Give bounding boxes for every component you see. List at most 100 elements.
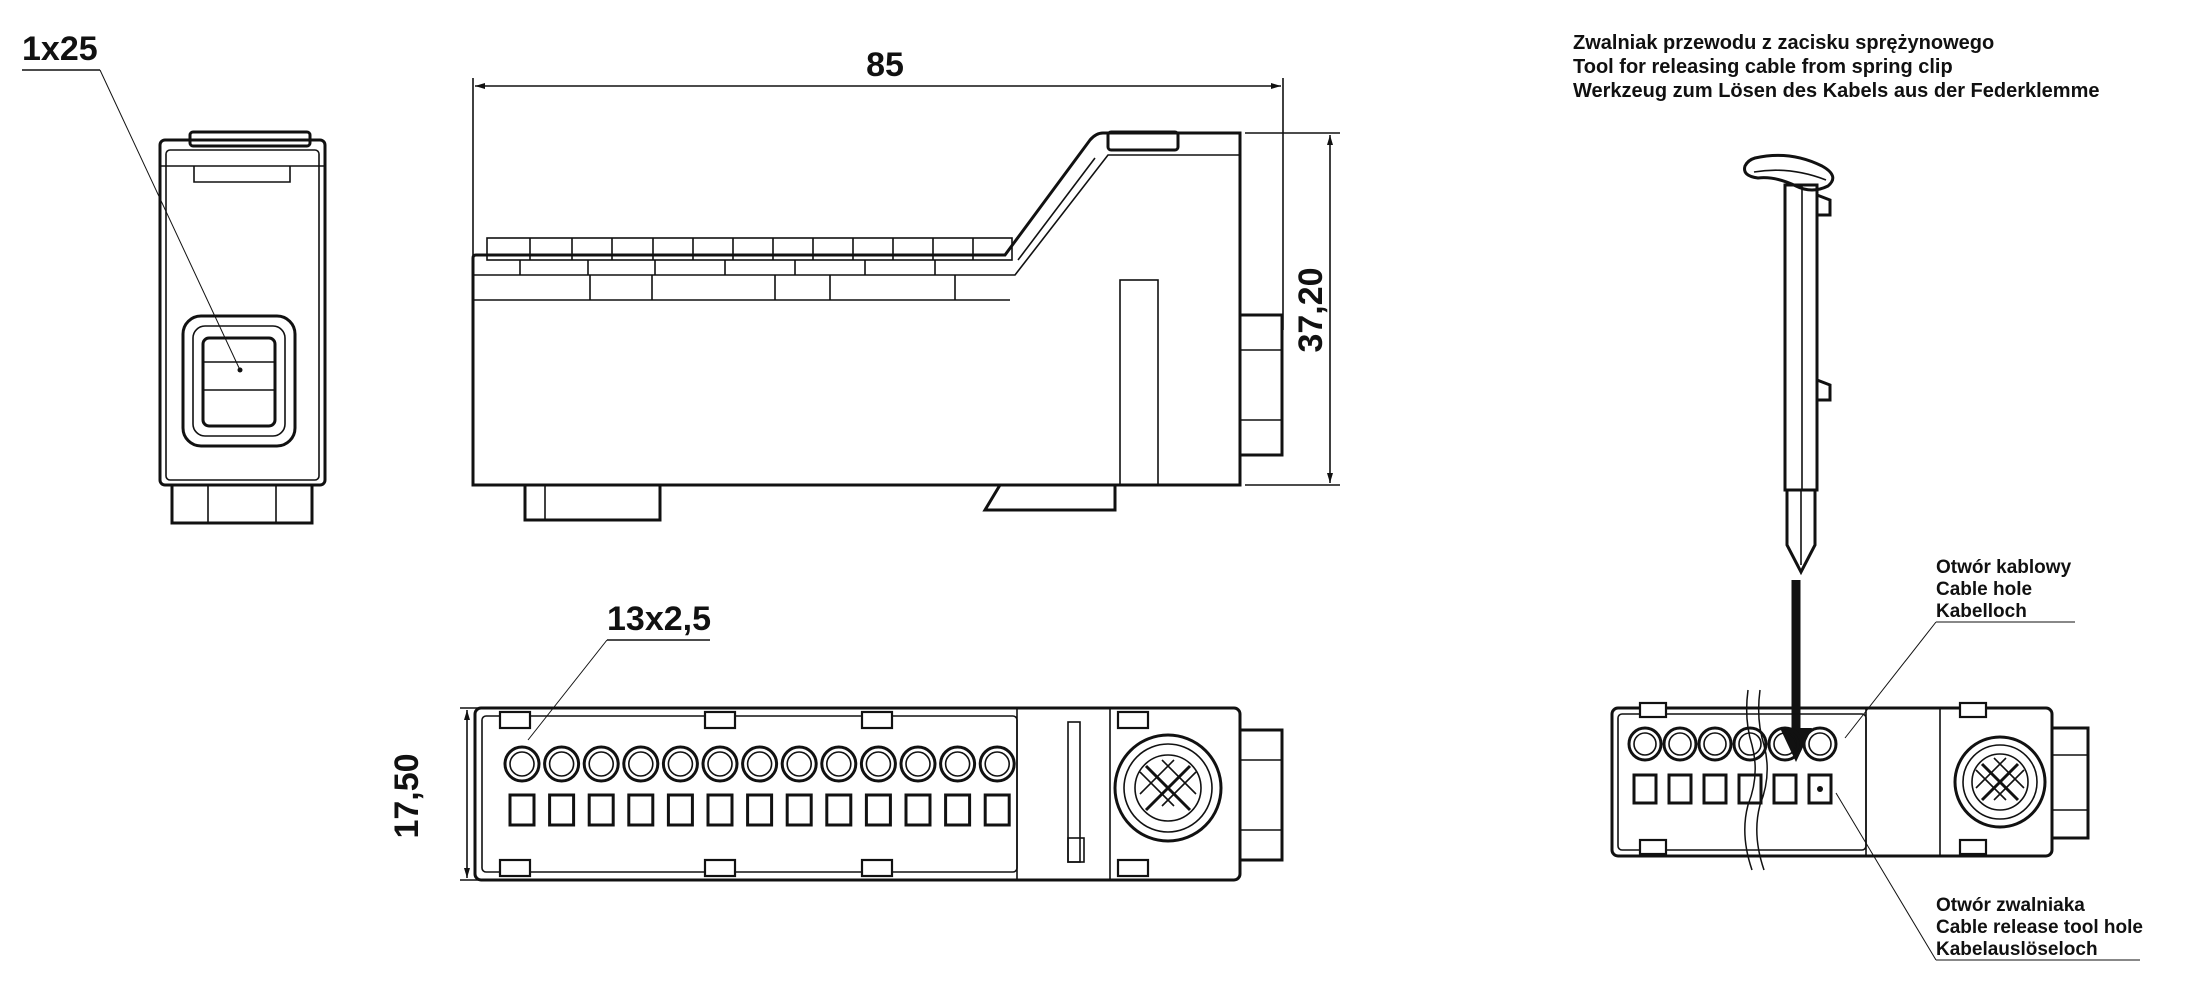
release-slot bbox=[587, 793, 615, 827]
release-slot bbox=[904, 793, 932, 827]
terminal-ring bbox=[820, 745, 858, 783]
detail-screw bbox=[1953, 735, 2047, 829]
terminal-ring bbox=[661, 745, 699, 783]
terminal-hole bbox=[944, 751, 971, 777]
detail-block-section-lines bbox=[1865, 708, 1941, 856]
terminal-hole bbox=[667, 751, 694, 777]
release-slot bbox=[825, 793, 853, 827]
release-hole-dot bbox=[1817, 786, 1823, 792]
top-view-screw bbox=[1113, 733, 1223, 843]
side-entry-leader-dot bbox=[237, 367, 243, 373]
cable-hole-leader bbox=[1844, 621, 1937, 739]
front-view-rail-ticks bbox=[529, 238, 974, 260]
end-view-top-cap bbox=[188, 130, 312, 148]
terminal-ring bbox=[1802, 726, 1838, 762]
cable-hole-en: Cable hole bbox=[1936, 579, 2032, 600]
break-line-left bbox=[1744, 689, 1756, 871]
terminal bbox=[859, 745, 897, 827]
release-slot bbox=[1807, 773, 1833, 805]
end-view-cable-frame-inner bbox=[192, 325, 286, 437]
terminal-hole bbox=[548, 751, 575, 777]
terminal-hole bbox=[509, 751, 535, 777]
top-view-clips bbox=[498, 710, 1150, 878]
end-view-cable-hole-lines bbox=[203, 361, 275, 391]
top-view-slot-end bbox=[1067, 837, 1085, 863]
front-view-ramp-edge bbox=[1017, 157, 1096, 261]
terminal-hole bbox=[905, 751, 931, 777]
terminal-hole bbox=[1738, 732, 1762, 756]
terminal bbox=[1627, 726, 1663, 805]
release-slot bbox=[548, 793, 576, 827]
terminal-ring bbox=[1732, 726, 1768, 762]
terminal-hole bbox=[984, 751, 1011, 777]
release-slot bbox=[1772, 773, 1798, 805]
terminal-ring bbox=[780, 745, 818, 783]
release-slot bbox=[944, 793, 972, 827]
detail-clip bbox=[1958, 838, 1988, 856]
front-view: 85 37,20 bbox=[471, 46, 1340, 522]
terminal bbox=[543, 745, 581, 827]
cable-hole-de: Kabelloch bbox=[1936, 601, 2027, 622]
terminal bbox=[780, 745, 818, 827]
terminal-hole bbox=[825, 751, 852, 777]
terminal bbox=[899, 745, 937, 827]
terminal bbox=[1662, 726, 1698, 805]
terminal bbox=[622, 745, 660, 827]
terminal bbox=[582, 745, 620, 827]
terminal-ring bbox=[978, 745, 1016, 783]
terminal bbox=[741, 745, 779, 827]
terminal-ring bbox=[622, 745, 660, 783]
tool-note-en: Tool for releasing cable from spring cli… bbox=[1573, 56, 1953, 78]
end-view: 1x25 bbox=[22, 30, 327, 525]
release-slot bbox=[706, 793, 734, 827]
release-slot bbox=[1702, 773, 1728, 805]
front-view-lower-ticks bbox=[589, 275, 956, 300]
terminal bbox=[1732, 726, 1768, 805]
terminal-ring bbox=[899, 745, 937, 783]
release-slot bbox=[627, 793, 655, 827]
end-view-top-latch bbox=[160, 165, 325, 183]
release-tool-detail: Zwalniak przewodu z zacisku sprężynowego… bbox=[1573, 32, 2143, 961]
terminal-hole bbox=[865, 751, 892, 777]
front-view-din-foot-right bbox=[982, 483, 1117, 512]
detail-clip bbox=[1958, 701, 1988, 719]
detail-clip bbox=[1638, 838, 1668, 856]
terminal-hole bbox=[707, 751, 733, 777]
height-dimension: 37,20 bbox=[1292, 267, 1330, 352]
front-view-connector-lines bbox=[1240, 349, 1282, 421]
terminal-hole bbox=[1633, 732, 1657, 756]
top-view-terminals bbox=[503, 745, 1016, 827]
terminal bbox=[661, 745, 699, 827]
end-view-cable-frame-outer bbox=[181, 314, 297, 448]
release-slot bbox=[864, 793, 892, 827]
release-hole-leader bbox=[1835, 792, 1937, 961]
terminal-ring bbox=[939, 745, 977, 783]
terminal-hole bbox=[1703, 732, 1727, 756]
length-dimension: 85 bbox=[866, 46, 904, 84]
release-slot bbox=[508, 793, 536, 827]
terminal bbox=[1767, 726, 1803, 805]
front-view-end-connector bbox=[1238, 313, 1284, 457]
release-hole-en: Cable release tool hole bbox=[1936, 917, 2143, 938]
front-view-top-cap bbox=[1106, 130, 1180, 152]
release-hole-de: Kabelauslöseloch bbox=[1936, 939, 2098, 960]
terminal-hole bbox=[1808, 732, 1832, 756]
terminal-ring bbox=[1767, 726, 1803, 762]
detail-block-connector-lines bbox=[2052, 754, 2088, 811]
detail-block-end-connector bbox=[2050, 726, 2090, 840]
terminal bbox=[939, 745, 977, 827]
terminal bbox=[820, 745, 858, 827]
end-view-foot bbox=[170, 483, 314, 525]
end-view-cable-hole bbox=[201, 336, 277, 428]
terminal-ring bbox=[543, 745, 581, 783]
detail-terminals bbox=[1627, 726, 1838, 805]
terminal-hole bbox=[786, 751, 813, 777]
detail-clip bbox=[1638, 701, 1668, 719]
front-view-din-foot-left bbox=[523, 485, 662, 522]
terminal-ring bbox=[1697, 726, 1733, 762]
terminal bbox=[701, 745, 739, 827]
terminal-ring bbox=[701, 745, 739, 783]
break-line-right bbox=[1756, 689, 1768, 871]
release-slot bbox=[746, 793, 774, 827]
